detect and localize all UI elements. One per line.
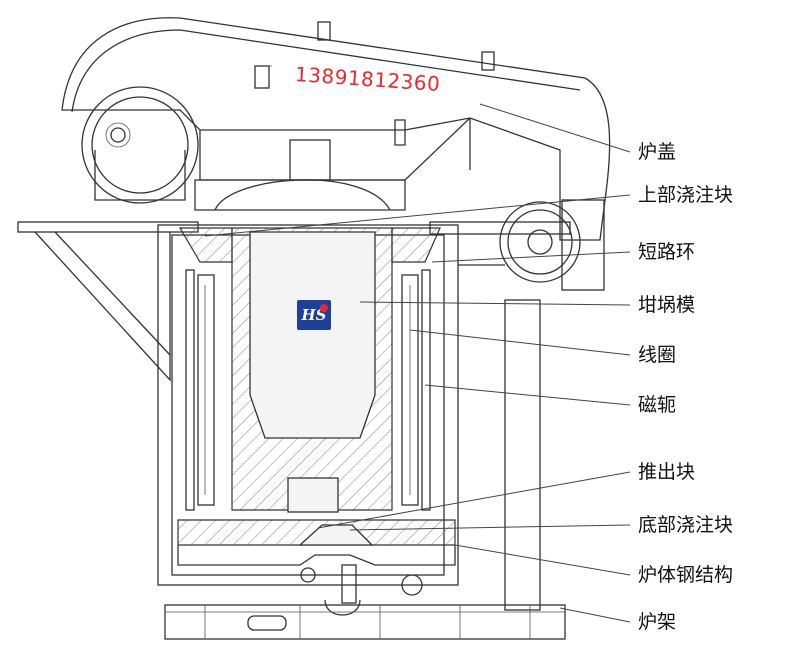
label-furnace-frame: 炉架: [638, 611, 677, 633]
working-platform: [17, 221, 199, 382]
right-platform: [429, 221, 571, 235]
lid-top: [194, 139, 406, 211]
label-magnetic-yoke: 磁轭: [638, 394, 677, 416]
label-crucible-mold: 坩埚模: [638, 294, 696, 316]
label-ejector-block: 推出块: [638, 461, 696, 483]
bottom-casting-block: [177, 519, 456, 566]
label-furnace-body-steel-structure: 炉体钢结构: [638, 564, 734, 586]
yoke-right: [421, 269, 431, 511]
crucible-mold: [249, 231, 376, 439]
cover-hinge-drum: [81, 86, 199, 204]
furnace-frame: [164, 604, 566, 640]
label-bottom-casting-block: 底部浇注块: [638, 514, 734, 536]
ejector-block: [287, 477, 339, 513]
upper-casting-block: [178, 227, 441, 263]
leader-lines: [204, 103, 631, 623]
rotation-drum: [499, 199, 605, 291]
brand-logo-icon: HS: [297, 300, 331, 330]
label-short-circuit-ring: 短路环: [638, 241, 696, 263]
yoke-left: [185, 269, 195, 511]
coil-left: [197, 274, 215, 506]
furnace-body: [157, 224, 541, 611]
bottom-pipe: [300, 564, 423, 616]
label-coil: 线圈: [638, 344, 677, 366]
coil-right: [401, 274, 419, 506]
label-furnace-cover: 炉盖: [638, 141, 677, 163]
furnace-cover: [61, 17, 611, 241]
label-upper-casting-block: 上部浇注块: [638, 184, 734, 206]
